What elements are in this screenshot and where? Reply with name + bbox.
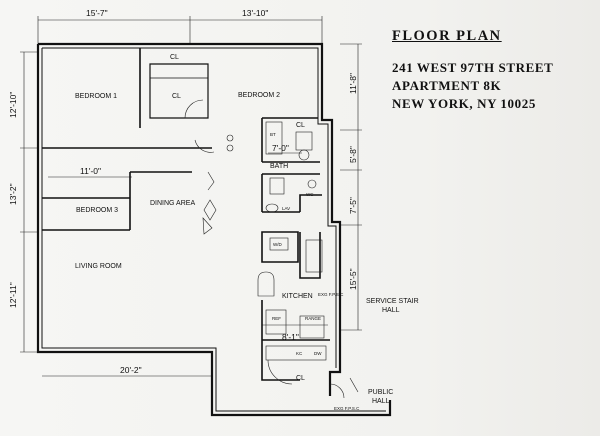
dim-living-width: 20'-2"	[120, 365, 142, 375]
closet-label-3: CL	[296, 122, 305, 129]
dim-right-3: 7'-5"	[348, 197, 358, 214]
closet-label-1: CL	[170, 54, 179, 61]
service-hall-label: HALL	[382, 307, 400, 314]
dimension-lines	[20, 16, 362, 377]
bedroom-3-label: BEDROOM 3	[76, 207, 118, 214]
bedroom-2-label: BEDROOM 2	[238, 92, 280, 99]
bath-fixtures	[226, 121, 317, 213]
dw-label: DW	[314, 351, 322, 356]
wc-label: WC	[306, 192, 314, 197]
closet-label-4: CL	[296, 375, 305, 382]
dim-right-1: 11'-8"	[348, 73, 358, 94]
service-stair-label: SERVICE STAIR	[366, 298, 419, 305]
range-label: RANGE	[305, 316, 321, 321]
closet-label-2: CL	[172, 93, 181, 100]
dim-right-2: 5'-8"	[348, 146, 358, 163]
lav-label: LAV	[282, 206, 290, 211]
kitchen-label: KITCHEN	[282, 293, 313, 300]
title-block: FLOOR PLAN 241 WEST 97TH STREET APARTMEN…	[392, 28, 553, 113]
exg-public-label: EXG F.P.S.C	[334, 406, 360, 411]
dim-left-3: 12'-11"	[8, 282, 18, 308]
ref-label: REF	[272, 316, 281, 321]
dim-kitchen-width: 8'-1"	[282, 332, 299, 342]
kitchen-fixtures	[257, 237, 327, 361]
address-line-2: APARTMENT 8K	[392, 78, 502, 93]
dim-right-4: 15'-5"	[348, 268, 358, 290]
dim-bath-width: 7'-0"	[272, 143, 289, 153]
address-line-1: 241 WEST 97TH STREET	[392, 60, 554, 75]
dim-bedroom-3-width: 11'-0"	[80, 166, 101, 176]
dining-area-label: DINING AREA	[150, 200, 195, 207]
plan-title: FLOOR PLAN	[392, 28, 502, 44]
kc-label: KC	[296, 351, 303, 356]
bt-label: BT	[270, 132, 276, 137]
door-swings	[184, 99, 359, 399]
bath-label: BATH	[270, 163, 288, 170]
dim-top-left: 15'-7"	[86, 8, 108, 18]
interior-walls	[42, 48, 330, 381]
public-label: PUBLIC	[368, 389, 393, 396]
exg-service-label: EXG F.P.S.C	[318, 292, 344, 297]
dim-top-right: 13'-10"	[242, 8, 268, 18]
address-line-3: NEW YORK, NY 10025	[392, 96, 536, 111]
wd-label: W/D	[273, 242, 282, 247]
dim-left-2: 13'-2"	[8, 183, 18, 205]
living-room-label: LIVING ROOM	[75, 263, 122, 270]
public-hall-label: HALL	[372, 398, 390, 405]
bedroom-1-label: BEDROOM 1	[75, 93, 117, 100]
exterior-walls	[36, 42, 392, 417]
dim-left-1: 12'-10"	[8, 92, 18, 118]
